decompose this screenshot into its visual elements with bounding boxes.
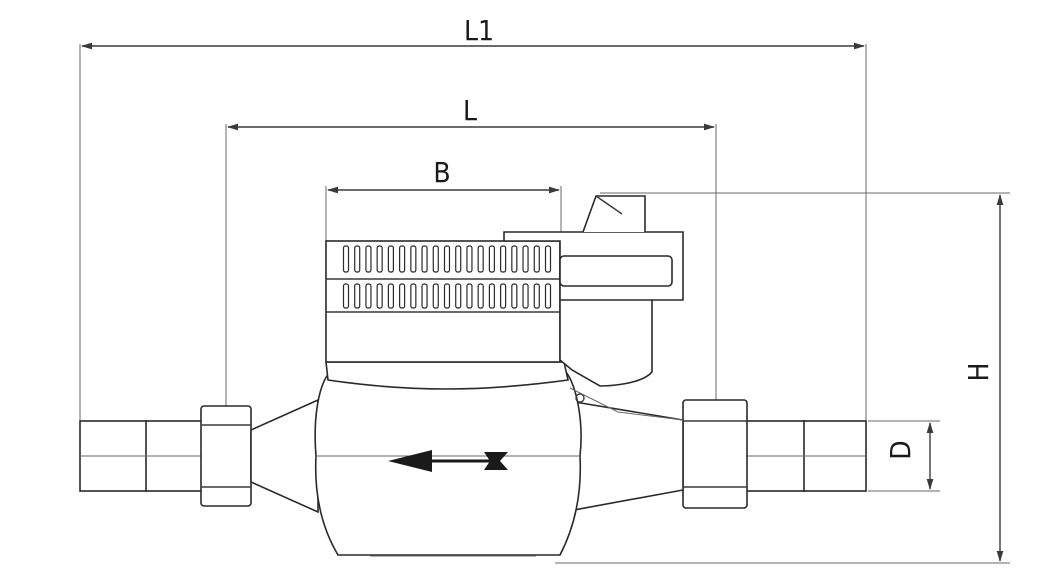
- register-fin-lower: [410, 283, 417, 309]
- label-d: D: [884, 440, 917, 459]
- register-fin-upper: [511, 245, 518, 273]
- meter-body: [314, 371, 582, 556]
- register-fin-lower: [432, 283, 439, 309]
- register-head: [325, 240, 561, 363]
- right-pipe-connector: [745, 420, 867, 492]
- right-outlet-cone: [562, 399, 684, 513]
- register-fin-lower: [455, 283, 462, 309]
- register-fin-upper: [342, 245, 350, 273]
- dimension-l1: L1: [79, 14, 867, 492]
- right-union-nut: [682, 399, 748, 509]
- left-pipe-connector: [79, 420, 203, 492]
- register-fin-lower: [399, 283, 406, 309]
- register-fin-upper: [455, 245, 462, 273]
- register-fin-lower: [477, 283, 484, 309]
- register-fin-lower: [511, 283, 518, 309]
- register-lid: [503, 195, 684, 387]
- register-fin-upper: [432, 245, 439, 273]
- register-fin-upper: [533, 245, 540, 273]
- register-fin-upper: [466, 245, 473, 273]
- register-fin-lower: [544, 283, 552, 309]
- register-fin-upper: [488, 245, 495, 273]
- register-fin-lower: [466, 283, 473, 309]
- register-fin-upper: [500, 245, 507, 273]
- label-l: L: [463, 94, 477, 127]
- register-fin-lower: [421, 283, 428, 309]
- label-l1: L1: [464, 14, 494, 47]
- lid-hinge-line: [569, 387, 684, 421]
- register-fin-lower: [443, 283, 451, 309]
- register-fin-lower: [387, 283, 394, 309]
- register-fin-upper: [410, 245, 417, 273]
- register-fin-upper: [544, 245, 552, 273]
- register-fin-upper: [477, 245, 484, 273]
- register-fin-lower: [342, 283, 350, 309]
- seal-point: [575, 393, 585, 403]
- left-union-nut: [200, 405, 252, 507]
- register-fin-lower: [376, 283, 383, 309]
- register-fin-lower: [365, 283, 372, 309]
- flow-direction-arrow: [388, 450, 508, 472]
- dimension-h: H: [555, 192, 1010, 564]
- dimension-l: L: [225, 94, 717, 406]
- register-fin-lower: [354, 283, 361, 309]
- register-fin-upper: [399, 245, 406, 273]
- register-fin-upper: [376, 245, 383, 273]
- body-collar: [325, 361, 569, 390]
- register-fin-upper: [354, 245, 361, 273]
- register-fin-upper: [365, 245, 372, 273]
- left-inlet-cone: [250, 398, 319, 514]
- dimension-b: B: [325, 156, 562, 244]
- register-fins: [342, 245, 552, 309]
- register-fin-lower: [522, 283, 529, 309]
- register-fin-upper: [443, 245, 451, 273]
- register-fin-lower: [500, 283, 507, 309]
- register-fin-upper: [522, 245, 529, 273]
- register-fin-lower: [533, 283, 540, 309]
- label-b: B: [433, 156, 450, 189]
- register-fin-lower: [488, 283, 495, 309]
- dimension-d: D: [868, 420, 940, 492]
- register-fin-upper: [421, 245, 428, 273]
- label-h: H: [962, 363, 995, 382]
- register-fin-upper: [387, 245, 394, 273]
